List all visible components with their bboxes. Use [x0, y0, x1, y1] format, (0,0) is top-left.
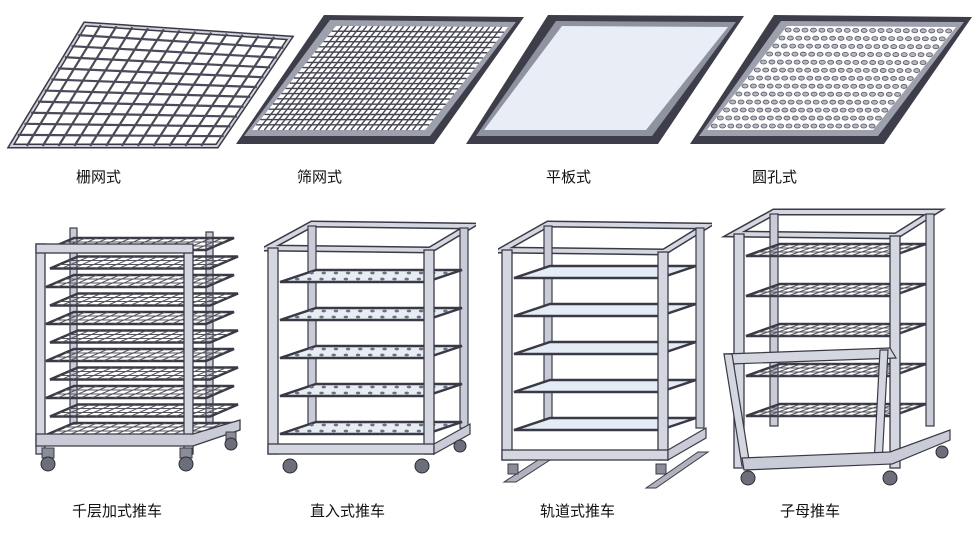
tray-label-flat: 平板式 — [546, 168, 592, 186]
rail-cart-illustration — [498, 220, 712, 494]
cart-label-parent-child: 子母推车 — [780, 502, 841, 520]
perforated-tray-illustration — [686, 12, 976, 148]
tray-label-perforated: 圆孔式 — [752, 168, 798, 186]
grid-tray-illustration — [5, 18, 295, 150]
mesh-tray-illustration — [232, 12, 528, 148]
cart-label-direct-insert: 直入式推车 — [310, 502, 386, 520]
parent-child-cart-illustration — [720, 208, 956, 488]
flat-tray-illustration — [462, 12, 748, 148]
direct-insert-cart-illustration — [264, 220, 476, 478]
cart-label-rail: 轨道式推车 — [540, 502, 616, 520]
tray-label-grid: 栅网式 — [76, 168, 122, 186]
cart-label-multi-layer: 千层加式推车 — [72, 502, 163, 520]
multi-layer-cart-illustration — [30, 224, 246, 476]
tray-label-mesh: 筛网式 — [297, 168, 343, 186]
